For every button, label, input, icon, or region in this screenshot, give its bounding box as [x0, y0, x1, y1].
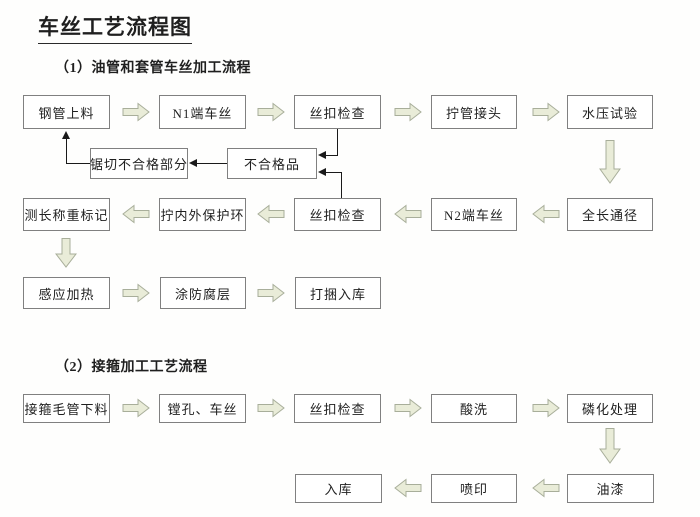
box-full-length-drift: 全长通径 — [567, 198, 653, 231]
flow-arrow-right-icon — [394, 102, 422, 122]
box-bundle-storage: 打捆入库 — [295, 277, 381, 309]
section1-heading: （1）油管和套管车丝加工流程 — [55, 61, 251, 76]
connector-line — [326, 172, 342, 173]
connector-line — [326, 155, 338, 156]
box-warehousing: 入库 — [295, 474, 382, 503]
flow-arrow-left-icon — [394, 204, 422, 224]
box-thread-inspection-2: 丝扣检查 — [294, 198, 381, 231]
arrowhead-left-icon — [189, 159, 197, 167]
flow-arrow-left-icon — [257, 204, 285, 224]
box-coupling-blank-cutting: 接箍毛管下料 — [23, 394, 110, 423]
connector-line — [197, 163, 227, 164]
flow-arrow-left-icon — [122, 204, 150, 224]
flow-arrow-left-icon — [532, 204, 560, 224]
flow-arrow-right-icon — [257, 102, 285, 122]
flow-arrow-right-icon — [257, 398, 285, 418]
box-protector-installation: 拧内外保护环 — [159, 198, 246, 231]
box-hydro-test: 水压试验 — [567, 95, 653, 129]
box-boring-threading: 镗孔、车丝 — [159, 394, 246, 423]
connector-line — [337, 129, 338, 155]
box-induction-heating: 感应加热 — [23, 277, 110, 309]
box-painting: 油漆 — [567, 474, 654, 503]
flow-arrow-left-icon — [532, 478, 560, 498]
box-measure-weigh-mark: 测长称重标记 — [23, 198, 110, 231]
flow-arrow-right-icon — [122, 283, 150, 303]
box-defective-product: 不合格品 — [227, 148, 317, 179]
box-thread-inspection-3: 丝扣检查 — [294, 394, 381, 423]
flow-arrow-right-icon — [122, 102, 150, 122]
flow-arrow-right-icon — [532, 398, 560, 418]
box-coupling-tightening: 拧管接头 — [431, 95, 517, 129]
arrowhead-left-icon — [318, 168, 326, 176]
box-steel-pipe-feeding: 钢管上料 — [23, 95, 110, 129]
page-title: 车丝工艺流程图 — [38, 11, 192, 44]
box-saw-defective-part: 锯切不合格部分 — [90, 148, 188, 179]
flow-arrow-down-icon — [599, 140, 621, 184]
connector-line — [66, 139, 67, 164]
flow-arrow-right-icon — [122, 398, 150, 418]
flow-arrow-down-icon — [54, 238, 78, 268]
flow-arrow-down-icon — [599, 428, 621, 464]
flow-arrow-right-icon — [257, 283, 285, 303]
connector-line — [341, 172, 342, 198]
arrowhead-left-icon — [318, 151, 326, 159]
section2-heading: （2）接箍加工工艺流程 — [55, 360, 208, 375]
flow-arrow-right-icon — [394, 398, 422, 418]
arrowhead-up-icon — [62, 131, 70, 139]
flow-arrow-right-icon — [532, 102, 560, 122]
box-stencil-printing: 喷印 — [431, 474, 517, 503]
box-thread-inspection-1: 丝扣检查 — [294, 95, 381, 129]
box-n1-threading: N1端车丝 — [159, 95, 246, 129]
connector-line — [66, 163, 90, 164]
box-anticorrosion-coating: 涂防腐层 — [160, 277, 246, 309]
box-phosphating: 磷化处理 — [567, 394, 653, 423]
box-n2-threading: N2端车丝 — [431, 198, 517, 231]
box-pickling: 酸洗 — [431, 394, 517, 423]
flow-arrow-left-icon — [394, 478, 422, 498]
